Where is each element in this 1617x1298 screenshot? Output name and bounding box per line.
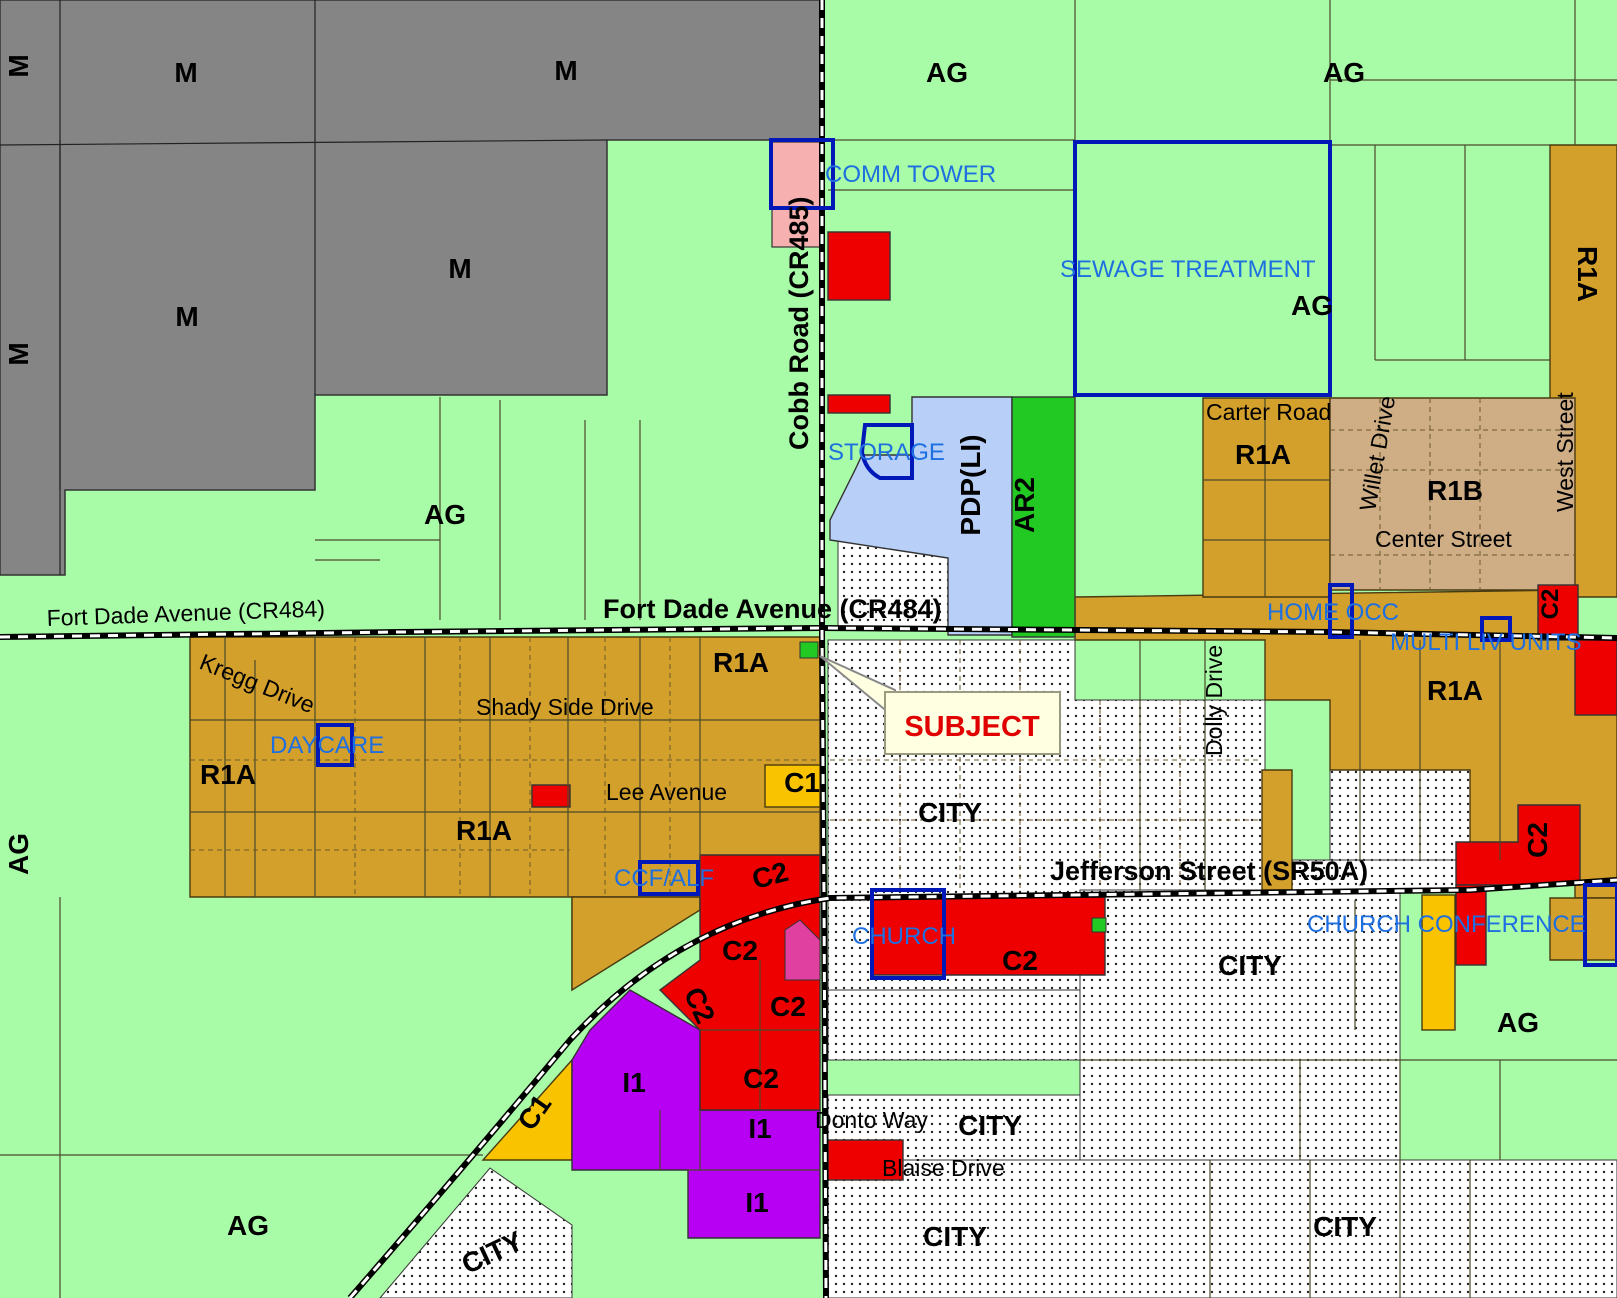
zone-label-m5: M (3, 54, 34, 77)
road-label-jefferson: Jefferson Street (SR50A) (1050, 856, 1368, 886)
green-marker (1091, 917, 1107, 933)
zone-label-c2f: C2 (1002, 945, 1038, 976)
zone-label-i1a: I1 (622, 1067, 645, 1098)
zone-label-ag3: AG (1291, 290, 1333, 321)
use-label-comm-tower: COMM TOWER (825, 161, 996, 188)
road-label-dolly: Dolly Drive (1201, 645, 1227, 756)
use-label-daycare: DAYCARE (270, 732, 384, 759)
zone-label-c2g: C2 (1537, 589, 1564, 620)
zone-label-r1b: R1B (1427, 475, 1483, 506)
use-label-storage: STORAGE (828, 439, 945, 466)
zone-label-city3: CITY (958, 1110, 1022, 1141)
zone-ar2-area (1011, 396, 1076, 638)
use-label-sewage: SEWAGE TREATMENT (1060, 256, 1316, 283)
road-label-west: West Street (1552, 392, 1578, 512)
use-boxes (316, 138, 1617, 980)
zone-label-c2b: C2 (722, 935, 758, 966)
use-label-church: CHURCH (852, 923, 956, 950)
zone-label-city5: CITY (1313, 1211, 1377, 1242)
subject-callout: SUBJECT (799, 641, 1061, 755)
road-label-cobb-road: Cobb Road (CR485) (784, 196, 814, 450)
zone-label-c1a: C1 (784, 767, 820, 798)
c2-areas (531, 231, 1617, 1181)
zone-label-r1a-left: R1A (200, 759, 256, 790)
zone-label-city1: CITY (918, 797, 982, 828)
zone-label-ag4: AG (424, 499, 466, 530)
use-labels: COMM TOWER SEWAGE TREATMENT STORAGE DAYC… (270, 161, 1586, 950)
c1-areas (481, 764, 1456, 1161)
road-label-carter: Carter Road (1206, 399, 1331, 425)
zone-label-i1b: I1 (748, 1113, 771, 1144)
use-label-home-occ: HOME OCC (1267, 599, 1399, 626)
zone-label-pdp: PDP(LI) (955, 434, 986, 535)
zone-label-ag2: AG (1323, 57, 1365, 88)
zone-label-m4: M (175, 301, 198, 332)
m-parcel-lines (0, 0, 608, 575)
zone-label-city2: CITY (1218, 950, 1282, 981)
road-label-fort-dade-main: Fort Dade Avenue (CR484) (603, 594, 942, 624)
zone-label-c2d: C2 (770, 991, 806, 1022)
r1a-areas (189, 144, 1617, 992)
zone-label-m1: M (174, 57, 197, 88)
road-labels: Fort Dade Avenue (CR484) Fort Dade Avenu… (46, 196, 1578, 1181)
zone-label-ag5: AG (227, 1210, 269, 1241)
road-label-blaise: Blaise Drive (882, 1155, 1005, 1181)
zone-label-r1a-top: R1A (713, 647, 769, 678)
road-label-donto: Donto Way (815, 1107, 928, 1133)
use-label-multi-liv: MULTI LIV UNITS (1390, 629, 1582, 656)
zone-label-ag1: AG (926, 57, 968, 88)
zone-label-m3: M (448, 253, 471, 284)
zone-label-r1a-mid: R1A (456, 815, 512, 846)
zone-label-city4: CITY (923, 1221, 987, 1252)
zone-label-i1c: I1 (745, 1187, 768, 1218)
subject-label: SUBJECT (904, 711, 1040, 743)
zone-label-ar2: AR2 (1009, 477, 1040, 533)
zone-label-ag7: AG (3, 833, 34, 875)
zone-label-ag6: AG (1497, 1007, 1539, 1038)
road-label-center: Center Street (1375, 526, 1512, 552)
zone-label-r1a-carter: R1A (1235, 439, 1291, 470)
zone-label-c2e: C2 (743, 1063, 779, 1094)
road-label-lee: Lee Avenue (606, 779, 727, 805)
use-label-church-conf: CHURCH CONFERENCE (1307, 911, 1586, 938)
zone-label-m2: M (554, 55, 577, 86)
zone-label-c2h: C2 (1522, 822, 1553, 858)
use-label-ccf-alf: CCF/ALF (614, 865, 714, 892)
magenta-parcel (784, 919, 821, 981)
zone-label-m6: M (3, 342, 34, 365)
zone-label-r1a-edge: R1A (1572, 246, 1603, 302)
road-label-shady-side: Shady Side Drive (476, 694, 654, 720)
zone-label-r1a-right: R1A (1427, 675, 1483, 706)
